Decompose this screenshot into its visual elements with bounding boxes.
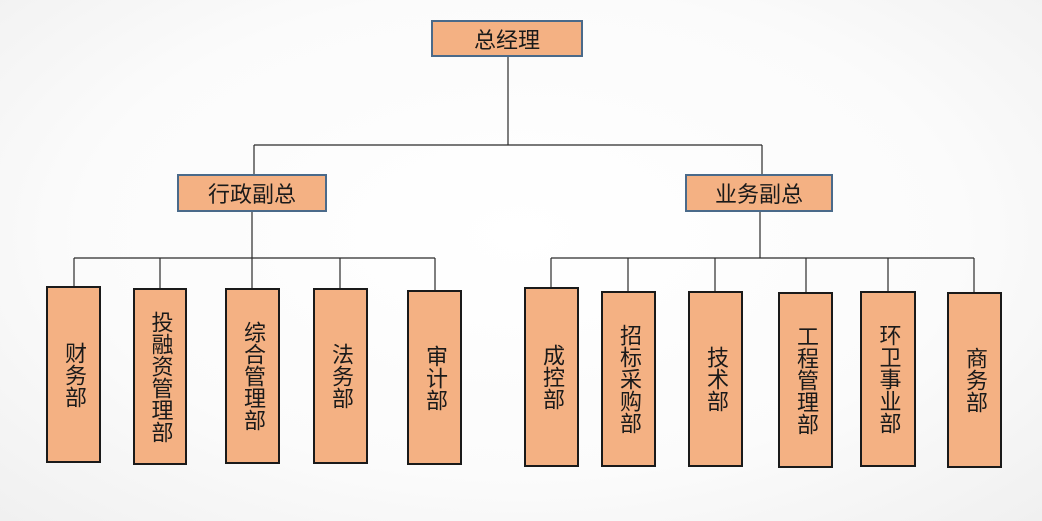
dept-general-management-box: 综合管理部 — [225, 288, 280, 464]
dept-sanitation-box: 环卫事业部 — [860, 291, 916, 467]
dept-engineering-management-box: 工程管理部 — [778, 292, 833, 468]
vp-admin-box: 行政副总 — [177, 174, 327, 212]
dept-investment-financing-box: 投融资管理部 — [133, 288, 187, 465]
general-manager-box: 总经理 — [431, 20, 583, 57]
dept-procurement-box: 招标采购部 — [601, 291, 656, 467]
dept-audit-box: 审计部 — [407, 290, 462, 465]
dept-finance-box: 财务部 — [46, 286, 101, 463]
dept-cost-control-box: 成控部 — [524, 287, 579, 467]
dept-commerce-box: 商务部 — [947, 292, 1002, 468]
dept-legal-box: 法务部 — [313, 288, 368, 464]
vp-business-box: 业务副总 — [685, 174, 833, 212]
dept-technology-box: 技术部 — [688, 291, 743, 467]
